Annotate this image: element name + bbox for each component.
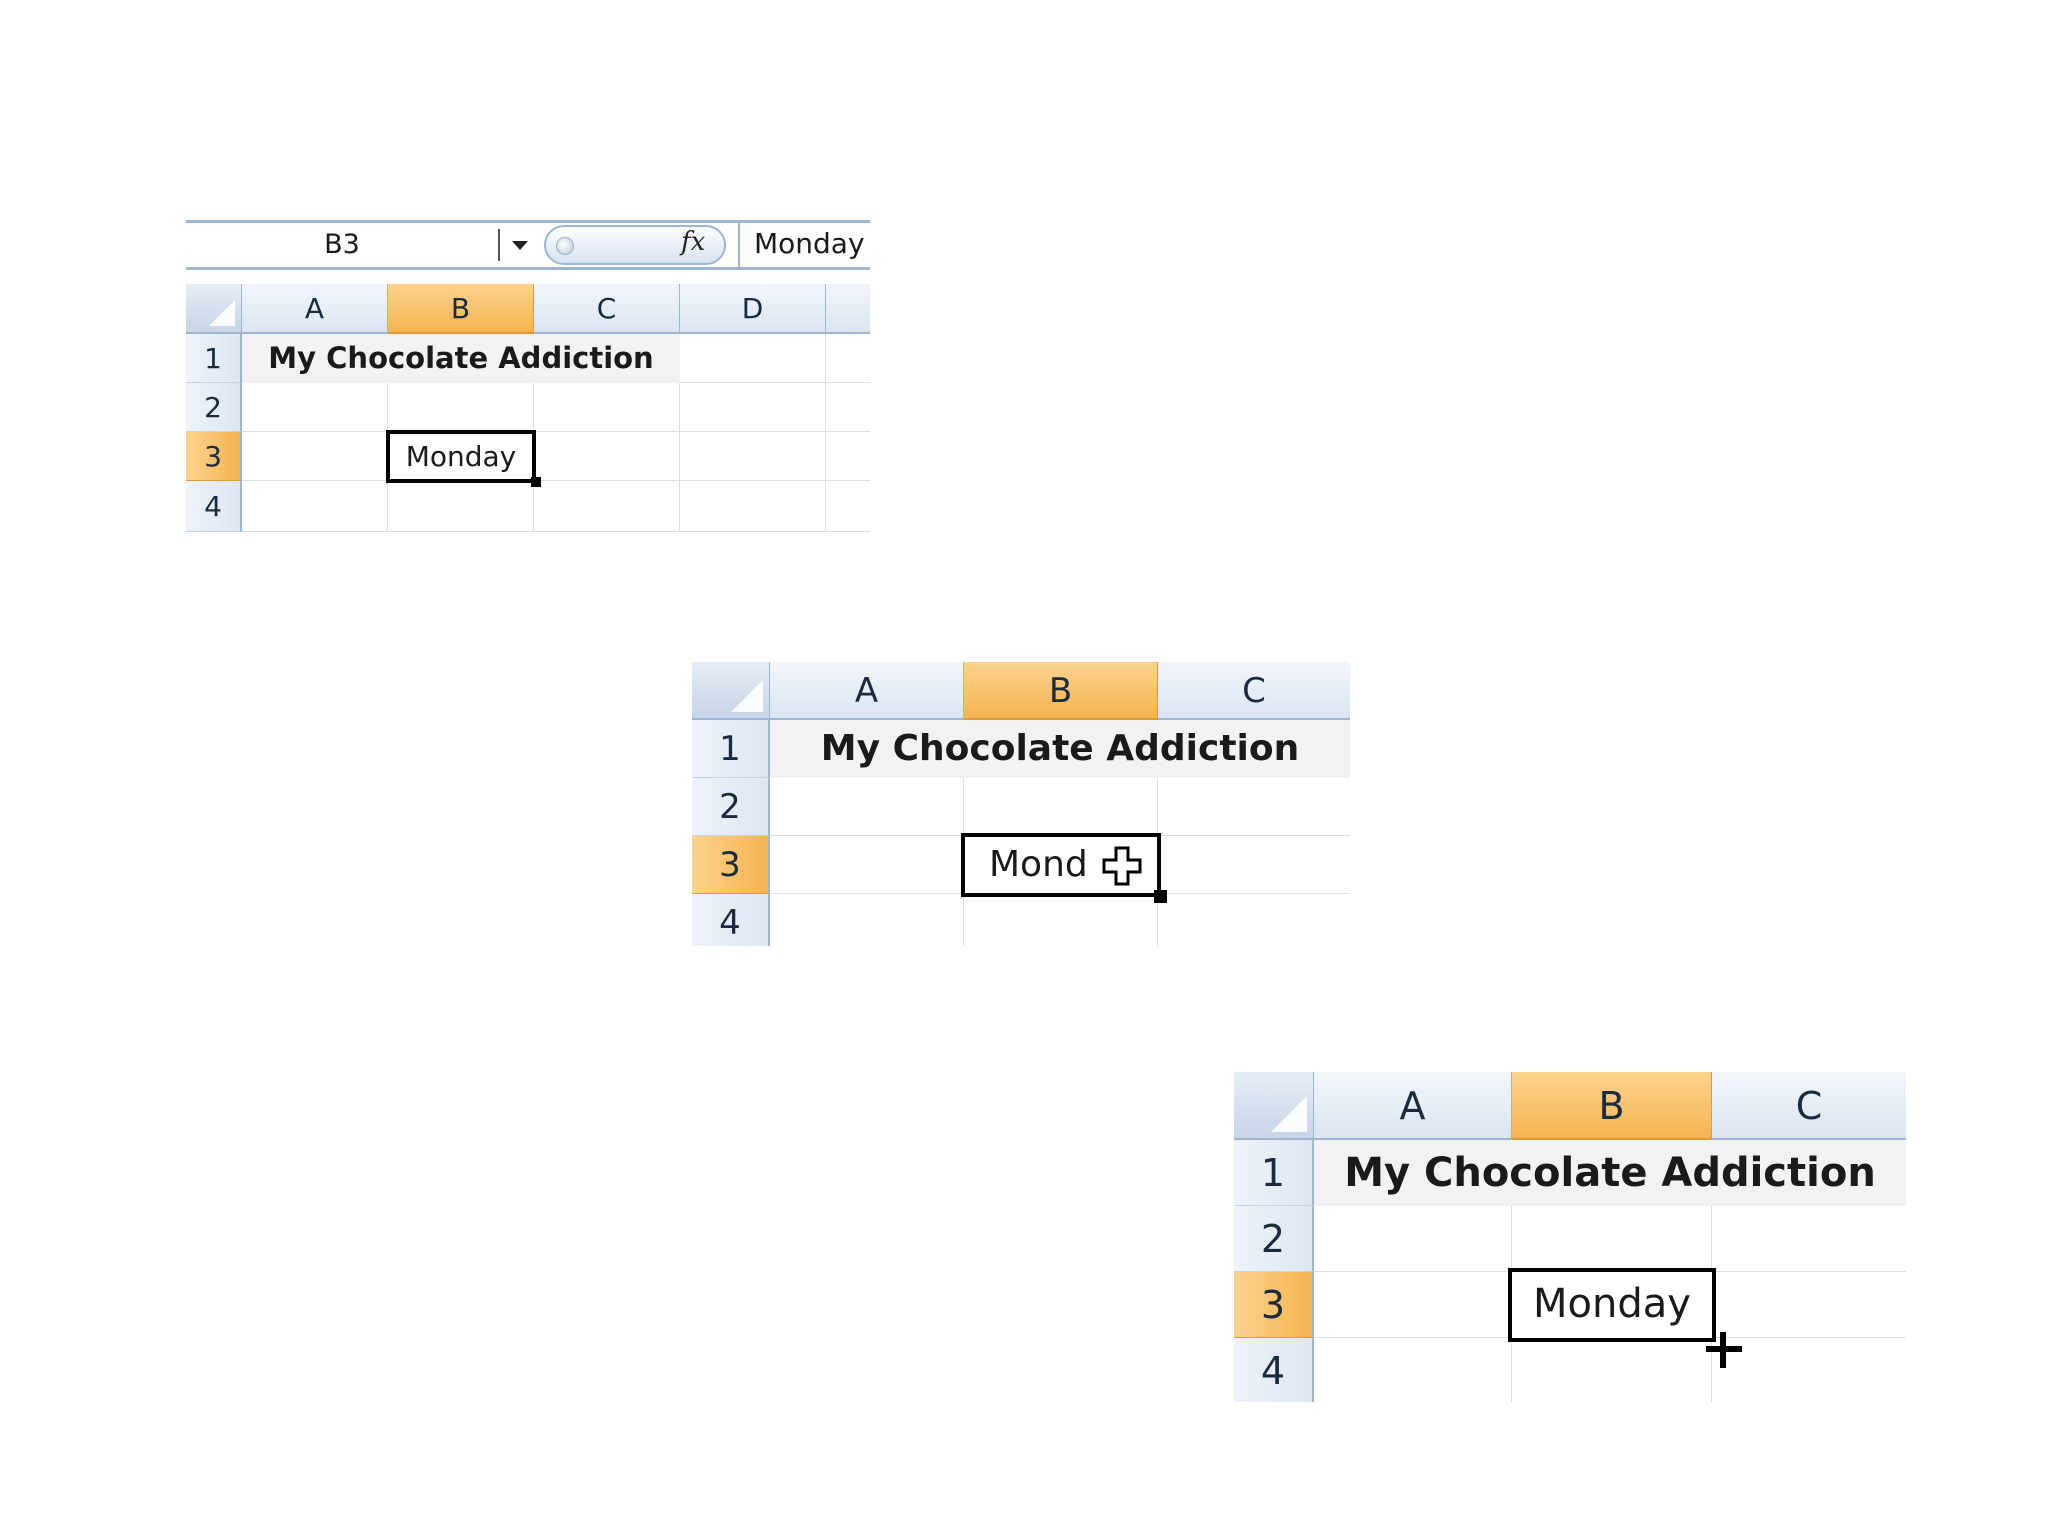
cell-d3[interactable] xyxy=(680,432,826,481)
column-header-c[interactable]: C xyxy=(1712,1072,1906,1140)
cell-c2[interactable] xyxy=(1158,778,1350,836)
cell-b4[interactable] xyxy=(388,481,534,532)
cell-d1[interactable] xyxy=(680,334,826,383)
row-header-2[interactable]: 2 xyxy=(186,383,242,432)
cell-a3[interactable] xyxy=(1314,1272,1512,1338)
select-all-corner-icon[interactable] xyxy=(186,284,242,334)
cell-a3[interactable] xyxy=(242,432,388,481)
cell-c3[interactable] xyxy=(1158,836,1350,894)
screenshot-3: A B C 1 2 3 4 My Chocolate Addiction Mon… xyxy=(1234,1072,1906,1402)
worksheet-grid-3: A B C 1 2 3 4 My Chocolate Addiction Mon… xyxy=(1234,1072,1906,1402)
name-box[interactable]: B3 xyxy=(324,229,360,260)
crosshair-cursor-icon xyxy=(1706,1332,1742,1368)
column-header-e[interactable] xyxy=(826,284,870,334)
fill-handle[interactable] xyxy=(1154,890,1167,903)
splitter-knob-icon xyxy=(556,237,574,255)
dropdown-arrow-icon[interactable] xyxy=(512,241,528,250)
row-header-1[interactable]: 1 xyxy=(186,334,242,383)
select-all-corner-icon[interactable] xyxy=(1234,1072,1314,1140)
column-header-a[interactable]: A xyxy=(770,662,964,720)
column-header-c[interactable]: C xyxy=(1158,662,1350,720)
column-header-b[interactable]: B xyxy=(1512,1072,1712,1140)
cell-c2[interactable] xyxy=(1712,1206,1906,1272)
title-cell[interactable]: My Chocolate Addiction xyxy=(770,720,1350,778)
cell-a2[interactable] xyxy=(242,383,388,432)
cell-a2[interactable] xyxy=(770,778,964,836)
cell-a4[interactable] xyxy=(770,894,964,946)
worksheet-grid-1: A B C D 1 2 3 4 My Chocolate Addiction M… xyxy=(186,284,870,532)
cell-d4[interactable] xyxy=(680,481,826,532)
column-header-c[interactable]: C xyxy=(534,284,680,334)
active-cell-b3[interactable]: Monday xyxy=(1508,1268,1716,1342)
formula-bar-splitter[interactable] xyxy=(544,225,726,265)
cell-e1[interactable] xyxy=(826,334,870,383)
screenshot-1: B3 fx Monday A B C D 1 2 3 4 xyxy=(186,220,870,532)
active-cell-b3[interactable]: Monday xyxy=(386,430,536,483)
column-header-b[interactable]: B xyxy=(964,662,1158,720)
formula-input[interactable]: Monday xyxy=(738,223,870,267)
cell-e2[interactable] xyxy=(826,383,870,432)
row-header-4[interactable]: 4 xyxy=(1234,1338,1314,1402)
row-header-4[interactable]: 4 xyxy=(692,894,770,946)
row-header-1[interactable]: 1 xyxy=(692,720,770,778)
row-header-3[interactable]: 3 xyxy=(692,836,770,894)
cell-b2[interactable] xyxy=(1512,1206,1712,1272)
column-header-b[interactable]: B xyxy=(388,284,534,334)
column-header-d[interactable]: D xyxy=(680,284,826,334)
column-header-a[interactable]: A xyxy=(242,284,388,334)
cell-c3[interactable] xyxy=(534,432,680,481)
column-header-a[interactable]: A xyxy=(1314,1072,1512,1140)
formula-bar: B3 fx Monday xyxy=(186,220,870,270)
cell-e4[interactable] xyxy=(826,481,870,532)
cell-b2[interactable] xyxy=(388,383,534,432)
cell-c3[interactable] xyxy=(1712,1272,1906,1338)
cell-a2[interactable] xyxy=(1314,1206,1512,1272)
cell-a4[interactable] xyxy=(242,481,388,532)
row-header-3[interactable]: 3 xyxy=(1234,1272,1314,1338)
cell-d2[interactable] xyxy=(680,383,826,432)
cell-c4[interactable] xyxy=(1712,1338,1906,1402)
title-cell[interactable]: My Chocolate Addiction xyxy=(242,334,680,383)
cell-b4[interactable] xyxy=(964,894,1158,946)
cell-c2[interactable] xyxy=(534,383,680,432)
select-all-corner-icon[interactable] xyxy=(692,662,770,720)
cell-a3[interactable] xyxy=(770,836,964,894)
row-header-4[interactable]: 4 xyxy=(186,481,242,532)
cell-c4[interactable] xyxy=(1158,894,1350,946)
active-cell-text: Mond xyxy=(989,844,1088,885)
cell-b4[interactable] xyxy=(1512,1338,1712,1402)
row-header-2[interactable]: 2 xyxy=(692,778,770,836)
cell-b2[interactable] xyxy=(964,778,1158,836)
fx-icon[interactable]: fx xyxy=(681,227,706,257)
cell-c4[interactable] xyxy=(534,481,680,532)
worksheet-grid-2: A B C 1 2 3 4 My Chocolate Addiction Mon… xyxy=(692,662,1350,946)
fill-handle[interactable] xyxy=(531,477,541,487)
screenshot-2: A B C 1 2 3 4 My Chocolate Addiction Mon… xyxy=(692,662,1350,946)
row-header-2[interactable]: 2 xyxy=(1234,1206,1314,1272)
name-box-divider xyxy=(498,229,500,261)
cell-a4[interactable] xyxy=(1314,1338,1512,1402)
move-cursor-icon xyxy=(1102,846,1142,886)
title-cell[interactable]: My Chocolate Addiction xyxy=(1314,1140,1906,1206)
row-header-1[interactable]: 1 xyxy=(1234,1140,1314,1206)
cell-e3[interactable] xyxy=(826,432,870,481)
row-header-3[interactable]: 3 xyxy=(186,432,242,481)
